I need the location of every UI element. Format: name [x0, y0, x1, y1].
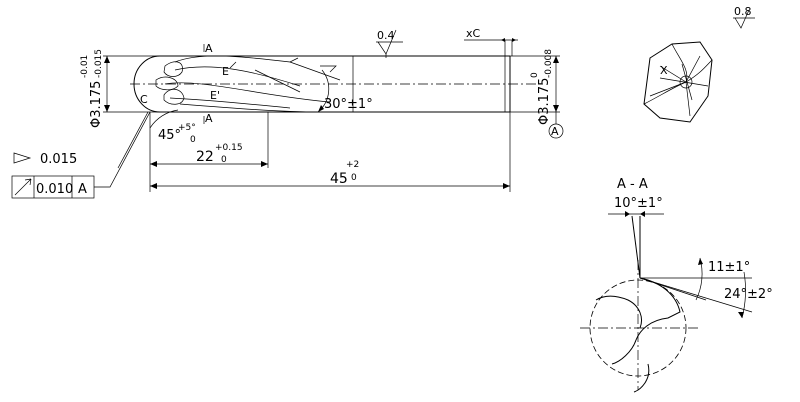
flute-helix-lines [254, 61, 341, 93]
chamfer-note: xC [466, 27, 481, 40]
section-rake: 10°±1° [614, 196, 663, 211]
main-diameter-lower: -0.015 [94, 49, 104, 78]
surface-roughness-corner: 0.8 [733, 5, 755, 29]
label-e: E [222, 65, 229, 78]
runout-datum: A [78, 182, 87, 197]
flute-length-upper: +0.15 [215, 143, 243, 153]
flatness-tolerance: 0.015 [13, 152, 77, 167]
main-view: A A C E E' [130, 42, 540, 125]
flatness-value: 0.015 [40, 152, 77, 167]
datum-a-circle [548, 123, 564, 139]
end-angle: 45° [158, 128, 181, 143]
rake-line-1 [631, 215, 641, 279]
chamfer-callout: xC [464, 27, 518, 56]
runout-leader [94, 111, 151, 188]
lobe-3 [155, 76, 179, 91]
label-c: C [140, 93, 148, 106]
e-leader [229, 61, 237, 69]
flute-tip [320, 65, 337, 73]
flute-curve-2 [174, 66, 301, 87]
runout-value: 0.010 [36, 182, 73, 197]
section-mark-top: A [205, 42, 213, 55]
flute-curve-3 [164, 82, 331, 103]
section-profile-lobe [595, 295, 642, 329]
datum-a-label: A [551, 125, 559, 138]
end-view-label-x: X [660, 64, 668, 77]
main-diameter: Φ3.175 [89, 81, 104, 128]
label-e-prime: E' [210, 89, 220, 102]
ball-nose-outline [133, 55, 161, 113]
section-angle-11: 11±1° [708, 260, 750, 275]
main-diameter-upper: -0.01 [80, 55, 90, 78]
end-angle-upper: +5° [178, 123, 196, 133]
surface-roughness-top: 0.4 [376, 29, 403, 58]
end-view: X [643, 41, 713, 123]
left-diameter-dimension: Φ3.175 -0.01 -0.015 [80, 49, 160, 128]
end-view-outline [643, 41, 713, 123]
flute-curve-1 [174, 55, 299, 63]
helix-angle-dimension: 30°±1° [317, 69, 373, 113]
section-view: A - A 10°±1° 11±1° 24°±2° [580, 177, 773, 393]
end-angle-dimension: 45° +5° 0 [149, 109, 196, 145]
end-angle-lower: 0 [190, 135, 196, 145]
total-length-upper: +2 [346, 160, 359, 170]
total-length-lower: 0 [351, 173, 357, 183]
total-length: 45 [330, 171, 348, 187]
roughness-value: 0.4 [377, 29, 395, 42]
end-view-lobes [671, 43, 713, 83]
section-profile-lower [633, 363, 650, 393]
shank-diameter: Φ3.175 [537, 78, 552, 125]
runout-symbol [14, 178, 32, 196]
section-title: A - A [617, 177, 648, 192]
shank-diameter-dimension: Φ3.175 0 -0.008 A [510, 49, 564, 139]
flute-curve-4 [169, 97, 291, 109]
roughness-corner-value: 0.8 [734, 5, 752, 18]
flatness-leader [117, 111, 149, 169]
lobe-2 [163, 89, 185, 105]
section-profile-upper [611, 277, 681, 365]
end-view-edges [649, 55, 701, 117]
flute-length-dimension: 22 +0.15 0 [149, 112, 269, 192]
flute-curve-5 [179, 103, 321, 113]
section-mark-bottom: A [205, 112, 213, 125]
shank-diameter-upper: 0 [530, 72, 540, 78]
end-angle-arc [149, 109, 179, 129]
angle-line-24 [639, 277, 753, 313]
helix-angle: 30°±1° [324, 97, 373, 112]
flatness-symbol [13, 152, 32, 164]
shank-diameter-lower: -0.008 [544, 49, 554, 78]
flute-length: 22 [196, 149, 214, 165]
flute-length-lower: 0 [221, 155, 227, 165]
roughness-corner-symbol [733, 9, 755, 29]
runout-tolerance-frame: 0.010 A [11, 111, 151, 199]
angle-line-11 [639, 277, 707, 301]
lobe-1 [163, 61, 183, 77]
section-angle-24: 24°±2° [724, 287, 773, 302]
total-length-dimension: 45 +2 0 [150, 112, 511, 192]
